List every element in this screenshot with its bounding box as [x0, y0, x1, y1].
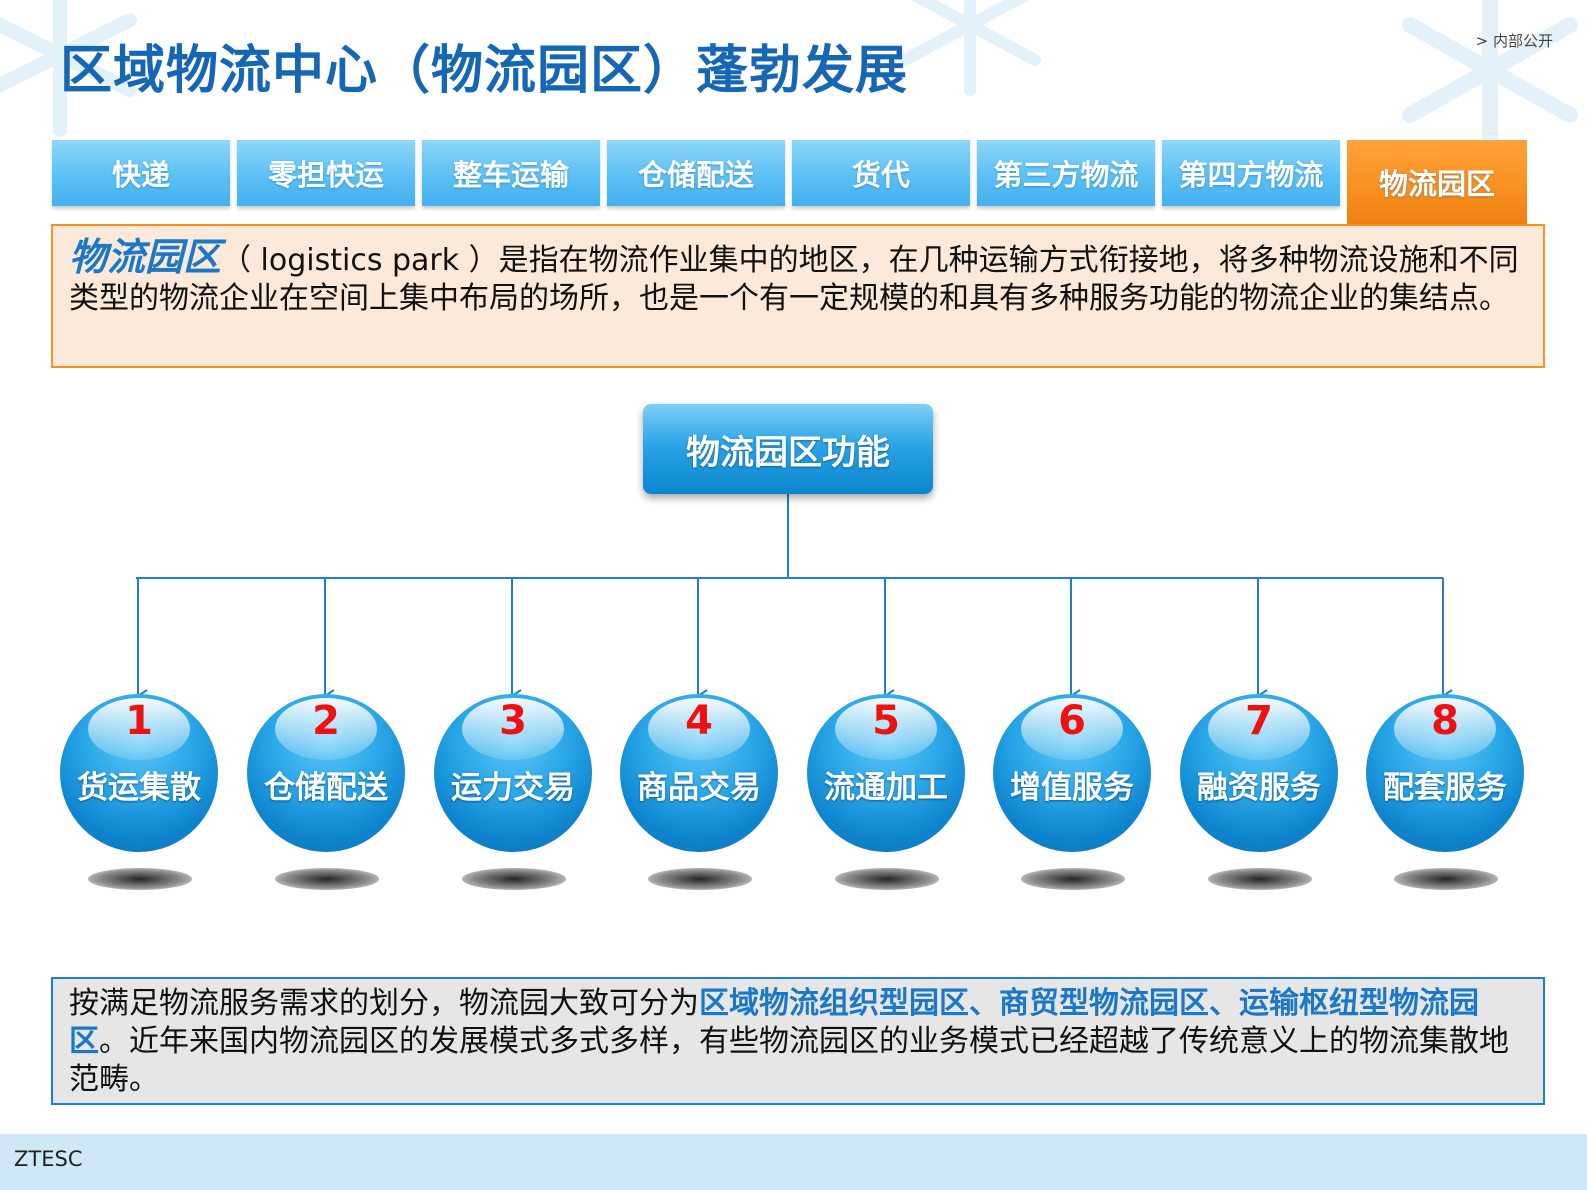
ball-shadow [1208, 868, 1312, 890]
summary-park-types: 区域物流组织型园区、商贸型物流园区、运输枢纽型物流园区 [69, 986, 1479, 1059]
function-number: 6 [1058, 698, 1086, 744]
ball-highlight [835, 698, 937, 760]
function-ball-freight-distribution: 1 货运集散 [60, 694, 218, 852]
tab-logistics-park[interactable]: 物流园区 [1347, 140, 1527, 224]
function-label: 流通加工 [824, 770, 948, 806]
ball-highlight [88, 698, 190, 760]
summary-box: 按满足物流服务需求的划分，物流园大致可分为区域物流组织型园区、商贸型物流园区、运… [51, 977, 1545, 1105]
function-ball-financing: 7 融资服务 [1180, 694, 1338, 852]
function-ball-commodity-trading: 4 商品交易 [620, 694, 778, 852]
summary-intro: 按满足物流服务需求的划分，物流园大致可分为 [69, 986, 699, 1021]
tab-ltl[interactable]: 零担快运 [237, 140, 415, 206]
ball-highlight [462, 698, 564, 760]
definition-text: （ logistics park ）是指在物流作业集中的地区，在几种运输方式衔接… [69, 243, 1519, 316]
ball-highlight [275, 698, 377, 760]
function-number: 8 [1431, 698, 1459, 744]
ball-shadow [1394, 868, 1498, 890]
function-label: 融资服务 [1197, 770, 1321, 806]
function-ball-warehousing: 2 仓储配送 [247, 694, 405, 852]
tab-warehousing[interactable]: 仓储配送 [607, 140, 785, 206]
function-number: 4 [685, 698, 713, 744]
function-ball-processing: 5 流通加工 [807, 694, 965, 852]
function-label: 货运集散 [77, 770, 201, 806]
tab-express[interactable]: 快递 [52, 140, 230, 206]
definition-term: 物流园区 [69, 235, 222, 279]
function-number: 2 [312, 698, 340, 744]
function-number: 7 [1245, 698, 1273, 744]
function-number: 1 [125, 698, 153, 744]
footer-brand: ZTESC [14, 1147, 83, 1171]
function-ball-value-added: 6 增值服务 [993, 694, 1151, 852]
function-label: 配套服务 [1383, 770, 1507, 806]
tab-4pl[interactable]: 第四方物流 [1162, 140, 1340, 206]
category-tab-bar: 快递 零担快运 整车运输 仓储配送 货代 第三方物流 第四方物流 物流园区 [52, 140, 1545, 224]
function-ball-capacity-trading: 3 运力交易 [434, 694, 592, 852]
function-number: 3 [499, 698, 527, 744]
ball-highlight [1394, 698, 1496, 760]
ball-shadow [88, 868, 192, 890]
ball-highlight [648, 698, 750, 760]
ball-shadow [462, 868, 566, 890]
logistics-park-functions-node: 物流园区功能 [643, 404, 933, 494]
ball-shadow [835, 868, 939, 890]
ball-shadow [1021, 868, 1125, 890]
function-label: 仓储配送 [264, 770, 388, 806]
ball-shadow [275, 868, 379, 890]
summary-rest: 。近年来国内物流园区的发展模式多式多样，有些物流园区的业务模式已经超越了传统意义… [69, 1024, 1509, 1097]
classification-label: > 内部公开 [1475, 32, 1553, 50]
ball-highlight [1208, 698, 1310, 760]
tab-ftl[interactable]: 整车运输 [422, 140, 600, 206]
function-label: 运力交易 [451, 770, 575, 806]
function-number: 5 [872, 698, 900, 744]
tab-3pl[interactable]: 第三方物流 [977, 140, 1155, 206]
tab-freight-forwarding[interactable]: 货代 [792, 140, 970, 206]
ball-highlight [1021, 698, 1123, 760]
definition-box: 物流园区（ logistics park ）是指在物流作业集中的地区，在几种运输… [51, 224, 1545, 368]
footer-bar: ZTESC [0, 1134, 1587, 1190]
function-label: 增值服务 [1010, 770, 1134, 806]
function-label: 商品交易 [637, 770, 761, 806]
ball-shadow [648, 868, 752, 890]
function-ball-supporting: 8 配套服务 [1366, 694, 1524, 852]
page-title: 区域物流中心（物流园区）蓬勃发展 [60, 41, 909, 101]
